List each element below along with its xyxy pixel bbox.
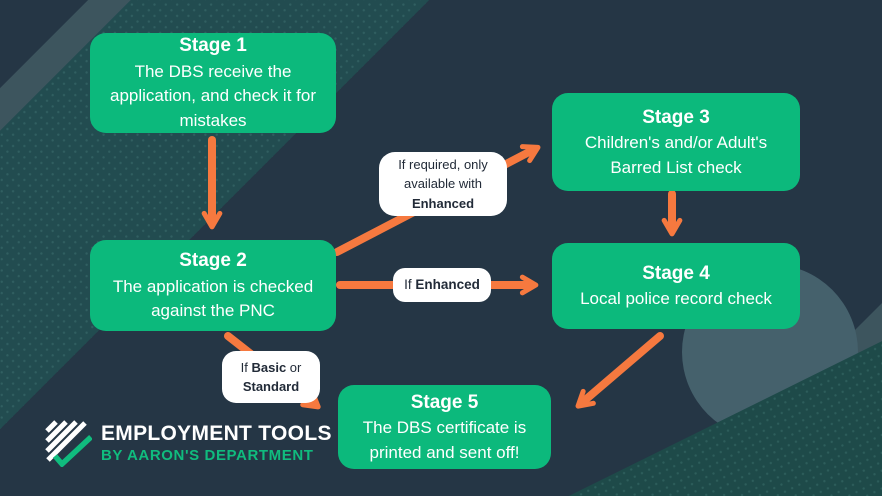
- stage-4-title: Stage 4: [642, 262, 710, 284]
- callout-standard-bold: Standard: [242, 379, 300, 394]
- stage-5-title: Stage 5: [410, 391, 479, 413]
- stage-5-body: The DBS certificate is printed and sent …: [362, 418, 527, 462]
- stage-1-title: Stage 1: [179, 35, 247, 57]
- arrow-stage4-to-stage5: [575, 332, 664, 409]
- stage-4-body: Local police record check: [580, 289, 772, 309]
- callout-enhanced-only-bold: Enhanced: [411, 195, 475, 211]
- stage-3-title: Stage 3: [642, 106, 710, 128]
- callout-enhanced-only-line1: If required, only: [398, 156, 488, 172]
- callout-if-enhanced: If Enhanced: [393, 268, 491, 302]
- stage-4-box: Stage 4 Local police record check: [552, 243, 800, 329]
- stage-3-box: Stage 3 Children's and/or Adult's Barred…: [552, 93, 800, 191]
- stage-2-title: Stage 2: [179, 250, 247, 272]
- stage-2-box: Stage 2 The application is checked again…: [90, 240, 336, 331]
- callout-if-basic-standard: If Basic or Standard: [222, 351, 320, 403]
- callout-if-enhanced-pre: If: [404, 276, 416, 292]
- callout-basic-mid: or: [286, 359, 302, 375]
- callout-enhanced-only-line2: available with: [403, 176, 483, 192]
- stage-1-box: Stage 1 The DBS receive the application,…: [90, 33, 336, 133]
- employment-tools-logo: EMPLOYMENT TOOLS BY AARON'S DEPARTMENT: [44, 419, 332, 467]
- logo-subtitle: BY AARON'S DEPARTMENT: [101, 447, 314, 464]
- callout-basic-bold: Basic: [251, 359, 287, 375]
- stage-3-body: Children's and/or Adult's Barred List ch…: [584, 133, 768, 177]
- callout-basic-pre: If: [240, 359, 252, 375]
- stage-5-box: Stage 5 The DBS certificate is printed a…: [338, 385, 551, 469]
- stage-2-body: The application is checked against the P…: [112, 276, 314, 321]
- stage-1-body: The DBS receive the application, and che…: [109, 61, 316, 131]
- callout-if-enhanced-bold: Enhanced: [415, 276, 480, 292]
- callout-enhanced-only: If required, only available with Enhance…: [379, 152, 507, 216]
- logo-title: EMPLOYMENT TOOLS: [101, 422, 332, 445]
- employment-tools-logo-icon: [45, 420, 92, 467]
